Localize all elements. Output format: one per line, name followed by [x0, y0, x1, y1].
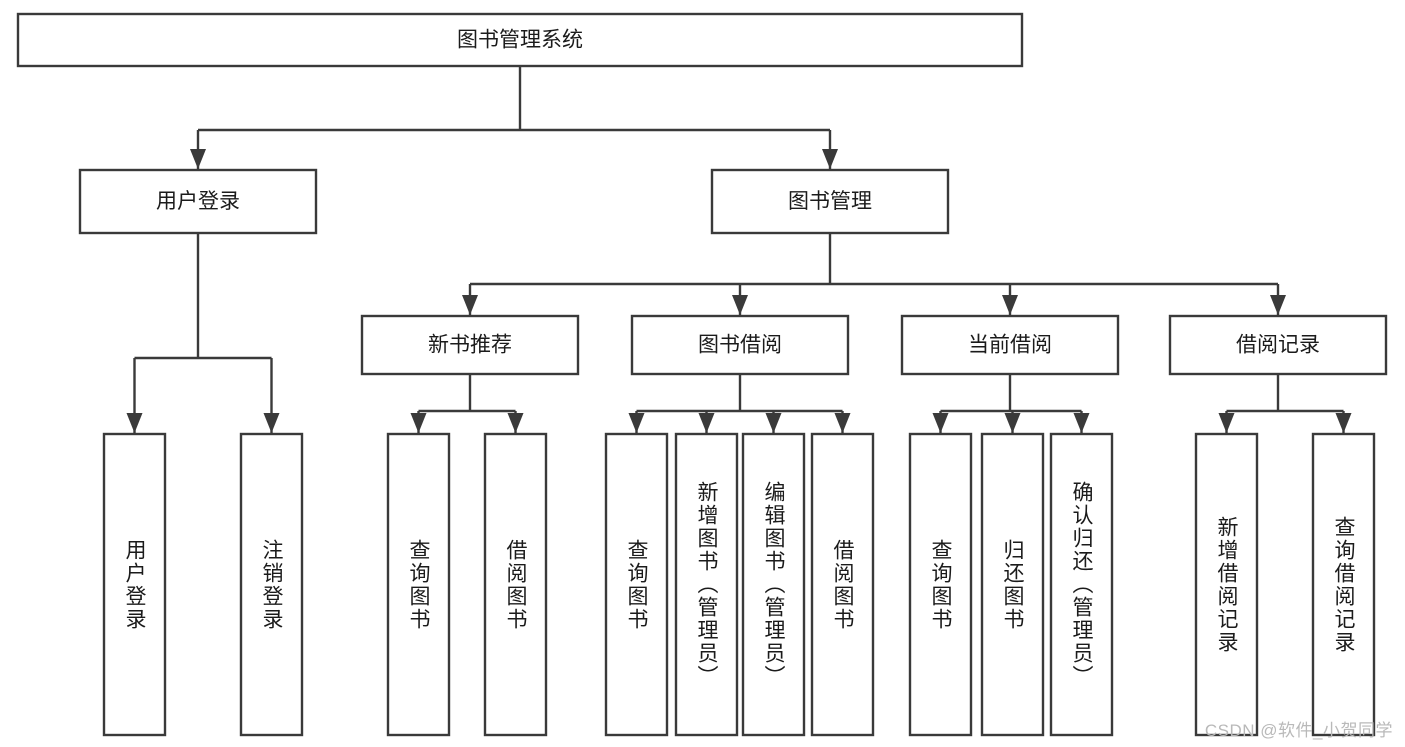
arrow-head-icon [263, 413, 280, 433]
node-box-borrow-record[interactable] [1168, 314, 1388, 376]
arrow-head-icon [834, 413, 851, 433]
arrow-head-icon [932, 413, 949, 433]
node-box-root[interactable] [16, 12, 1024, 68]
node-box-leaf-user-logout[interactable] [239, 432, 304, 737]
node-box-leaf-query-book-recommend[interactable] [386, 432, 451, 737]
node-box-leaf-query-book-current[interactable] [908, 432, 973, 737]
node-label-current-borrow: 当前借阅 [968, 334, 1052, 357]
node-box-leaf-add-borrow-record[interactable] [1194, 432, 1259, 737]
arrow-head-icon [1002, 295, 1018, 315]
arrow-head-icon [628, 413, 645, 433]
node-label-book-management: 图书管理 [788, 190, 872, 213]
node-box-leaf-edit-book-admin[interactable] [741, 432, 806, 737]
arrow-head-icon [190, 149, 206, 169]
node-box-current-borrow[interactable] [900, 314, 1120, 376]
node-box-leaf-query-borrow-record[interactable] [1311, 432, 1376, 737]
node-box-user-login[interactable] [78, 168, 318, 235]
arrow-head-icon [507, 413, 524, 433]
arrow-head-icon [1270, 295, 1286, 315]
arrow-head-icon [732, 295, 748, 315]
node-box-leaf-borrow-book[interactable] [810, 432, 875, 737]
arrow-head-icon [698, 413, 715, 433]
arrow-head-icon [126, 413, 143, 433]
node-box-leaf-user-login[interactable] [102, 432, 167, 737]
watermark-text: CSDN @软件_小贺同学 [1204, 721, 1393, 740]
node-label-root: 图书管理系统 [457, 29, 583, 52]
node-box-leaf-borrow-book-recommend[interactable] [483, 432, 548, 737]
arrow-head-icon [1335, 413, 1352, 433]
arrow-head-icon [462, 295, 478, 315]
arrow-head-icon [410, 413, 427, 433]
node-label-borrow-record: 借阅记录 [1236, 334, 1320, 357]
arrow-head-icon [1004, 413, 1021, 433]
node-label-user-login: 用户登录 [156, 190, 240, 213]
connector-layer [126, 66, 1352, 433]
arrow-head-icon [822, 149, 838, 169]
box-layer [16, 12, 1388, 737]
node-box-leaf-confirm-return-admin[interactable] [1049, 432, 1114, 737]
arrow-head-icon [1073, 413, 1090, 433]
node-box-book-borrow[interactable] [630, 314, 850, 376]
node-box-book-management[interactable] [710, 168, 950, 235]
arrow-head-icon [1218, 413, 1235, 433]
node-label-new-book-recommend: 新书推荐 [428, 334, 512, 357]
arrow-head-icon [765, 413, 782, 433]
node-box-leaf-return-book[interactable] [980, 432, 1045, 737]
node-box-leaf-query-book-borrow[interactable] [604, 432, 669, 737]
node-box-leaf-add-book-admin[interactable] [674, 432, 739, 737]
node-box-new-book-recommend[interactable] [360, 314, 580, 376]
node-label-book-borrow: 图书借阅 [698, 334, 782, 357]
